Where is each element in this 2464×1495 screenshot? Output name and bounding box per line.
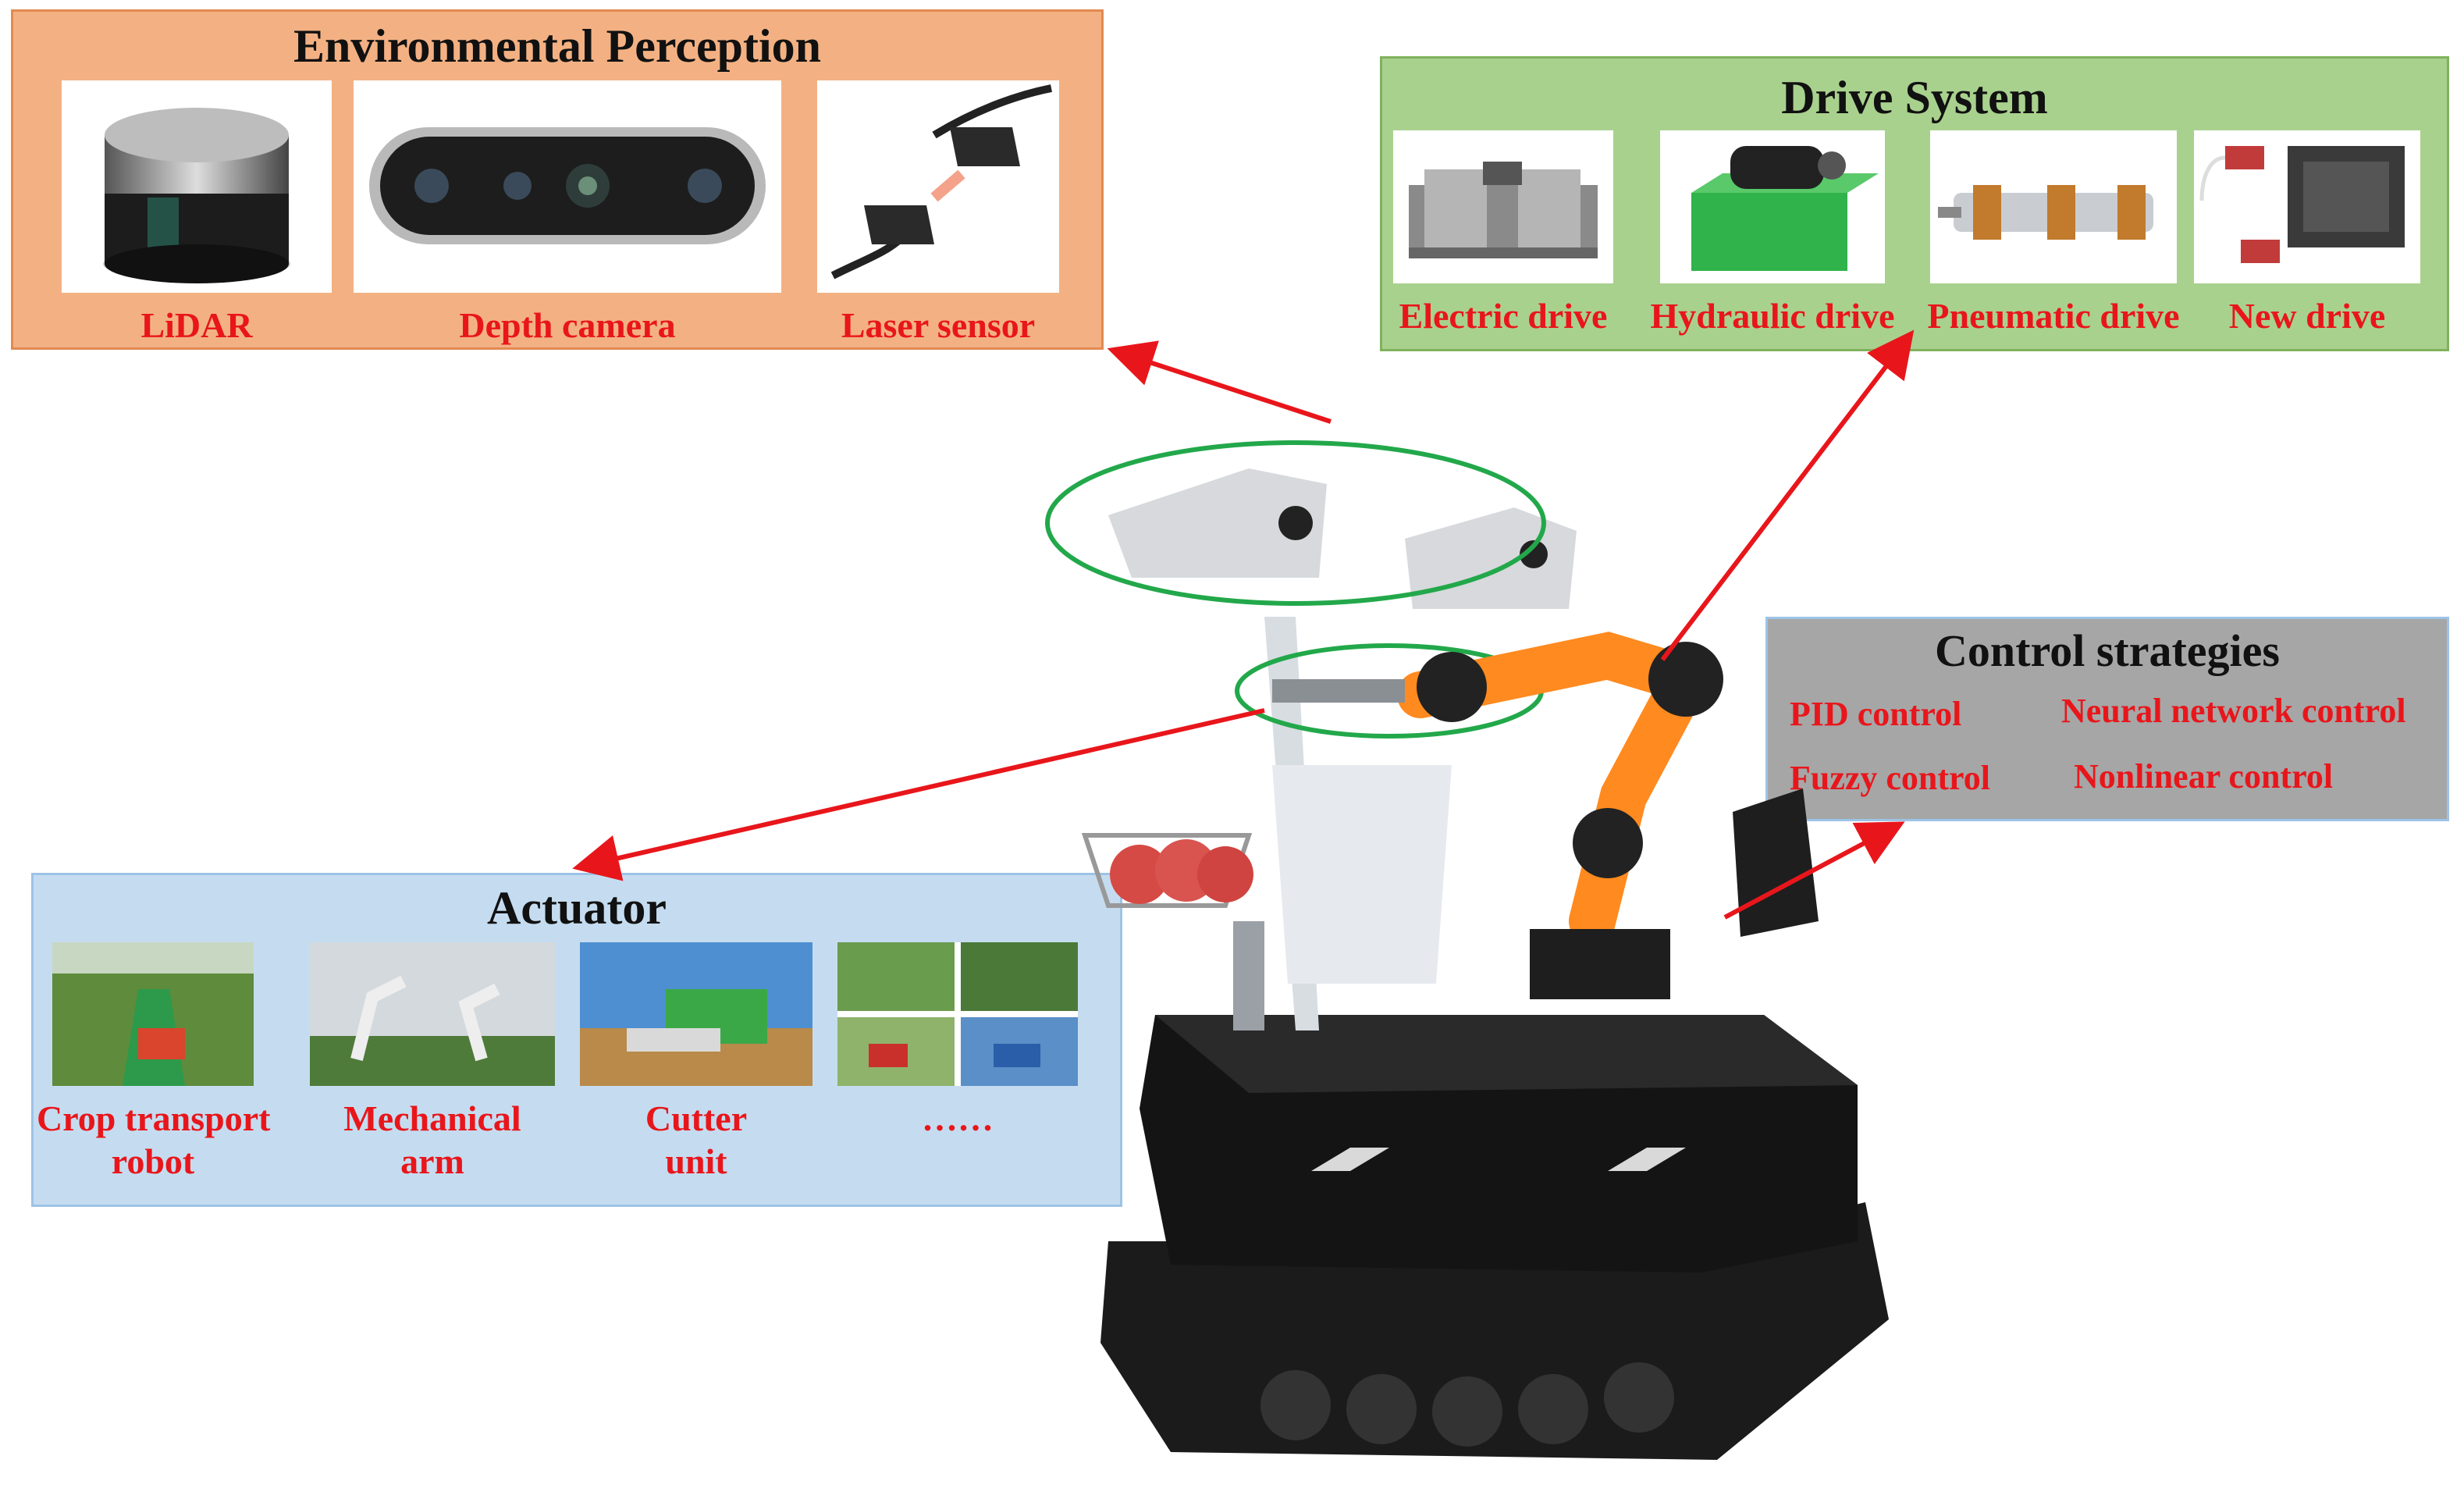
pneumatic-drive-label: Pneumatic drive bbox=[1927, 296, 2180, 336]
control-strategies-panel: Control strategies PID control Neural ne… bbox=[1765, 617, 2449, 821]
drive-panel-title: Drive System bbox=[1781, 72, 2048, 123]
fuzzy-control-label: Fuzzy control bbox=[1790, 759, 1991, 797]
hydraulic-drive-label: Hydraulic drive bbox=[1650, 296, 1895, 336]
ctrl-panel-title: Control strategies bbox=[1935, 625, 2280, 676]
new-drive-label: New drive bbox=[2228, 296, 2386, 336]
crop-transport-robot-label-line2: robot bbox=[111, 1141, 195, 1182]
depth-camera-label: Depth camera bbox=[459, 305, 676, 345]
actuator-panel: Actuator Crop transport robot Mechanical… bbox=[31, 873, 1122, 1207]
agricultural-machinery-icon bbox=[837, 942, 1078, 1086]
lidar-icon bbox=[62, 80, 332, 293]
more-actuators-label: …… bbox=[830, 1097, 1086, 1140]
lidar-label: LiDAR bbox=[140, 305, 253, 345]
cutter-unit-icon bbox=[580, 942, 812, 1086]
hydraulic-drive-icon bbox=[1660, 130, 1885, 283]
cutter-unit-label-line2: unit bbox=[665, 1141, 727, 1182]
pid-control-label: PID control bbox=[1790, 695, 1962, 733]
mechanical-arm-label-line2: arm bbox=[400, 1141, 464, 1182]
nonlinear-control-label: Nonlinear control bbox=[2074, 757, 2334, 796]
actuator-panel-title: Actuator bbox=[487, 882, 667, 934]
laser-sensor-icon bbox=[817, 80, 1059, 293]
pneumatic-drive-icon bbox=[1930, 130, 2177, 283]
drive-system-panel: Drive System Electric drive Hydraulic dr… bbox=[1380, 56, 2449, 351]
crop-transport-robot-icon bbox=[52, 942, 254, 1086]
mechanical-arm-label-line1: Mechanical bbox=[343, 1098, 521, 1138]
more-actuators-label-line1: …… bbox=[922, 1098, 994, 1138]
electric-drive-label: Electric drive bbox=[1399, 296, 1608, 336]
crop-transport-robot-label-line1: Crop transport bbox=[37, 1098, 271, 1138]
neural-network-control-label: Neural network control bbox=[2061, 692, 2406, 730]
depth-camera-icon bbox=[354, 80, 781, 293]
robot-illustration bbox=[1015, 422, 2029, 1491]
laser-sensor-label: Laser sensor bbox=[841, 305, 1036, 345]
crop-transport-robot-label: Crop transport robot bbox=[37, 1097, 271, 1183]
environmental-perception-panel: Environmental Perception LiDAR Depth cam… bbox=[11, 9, 1104, 350]
new-drive-icon bbox=[2194, 130, 2420, 283]
env-panel-title: Environmental Perception bbox=[293, 20, 822, 72]
mechanical-arm-label: Mechanical arm bbox=[294, 1097, 571, 1183]
mechanical-arm-icon bbox=[310, 942, 555, 1086]
electric-drive-icon bbox=[1393, 130, 1613, 283]
cutter-unit-label-line1: Cutter bbox=[645, 1098, 748, 1138]
arrow-to-environmental-perception bbox=[1107, 340, 1332, 424]
cutter-unit-label: Cutter unit bbox=[564, 1097, 828, 1183]
